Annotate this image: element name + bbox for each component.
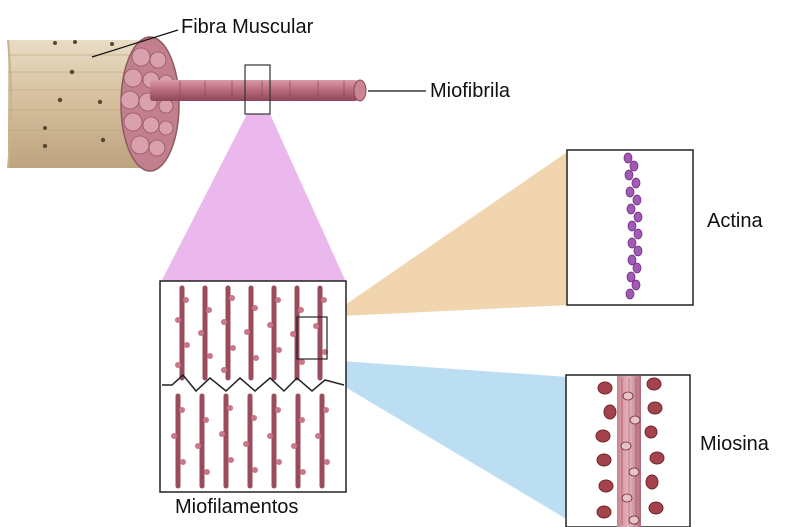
myosin-panel xyxy=(566,375,690,527)
actina-label: Actina xyxy=(707,211,763,231)
zoom-wedge-pink xyxy=(161,114,346,282)
myofilaments-panel xyxy=(160,281,346,492)
miofibrila-label: Miofibrila xyxy=(430,81,510,101)
actin-panel xyxy=(567,150,693,305)
fibra-muscular-label: Fibra Muscular xyxy=(181,17,313,37)
miofilamentos-label: Miofilamentos xyxy=(175,497,298,517)
miosina-label: Miosina xyxy=(700,434,769,454)
myofibril xyxy=(150,80,366,101)
